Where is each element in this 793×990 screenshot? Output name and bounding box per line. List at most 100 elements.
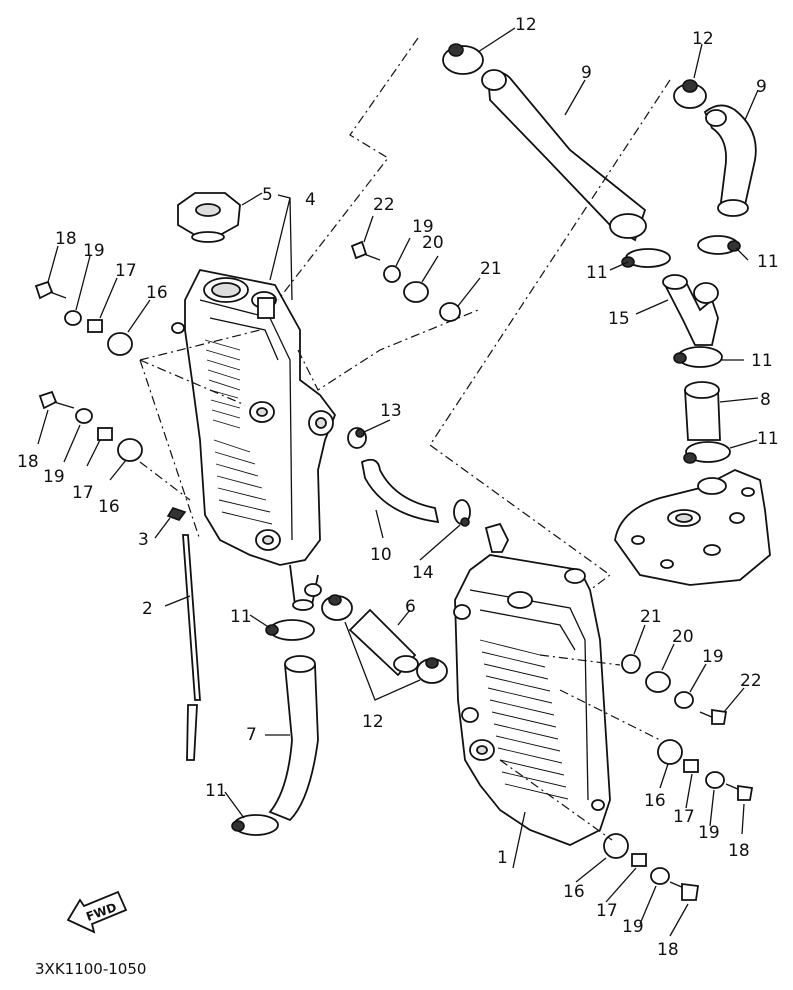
callout-14: 14 — [412, 563, 434, 583]
callout-11: 11 — [230, 607, 252, 627]
callout-16: 16 — [146, 283, 168, 303]
cylinder-head — [614, 469, 771, 586]
collar — [403, 281, 429, 303]
hose-clamp — [673, 79, 707, 109]
callout-17: 17 — [596, 901, 618, 921]
hose-clamp — [697, 235, 741, 255]
grommet — [657, 739, 683, 765]
clip — [166, 507, 187, 521]
callout-19: 19 — [412, 217, 434, 237]
callout-11: 11 — [757, 429, 779, 449]
callout-8: 8 — [760, 390, 771, 410]
callout-6: 6 — [405, 597, 416, 617]
callout-22: 22 — [740, 671, 762, 691]
fwd-arrow-icon: FWD — [66, 890, 128, 934]
collar — [645, 671, 671, 693]
callout-labels: 1 2 3 4 5 6 7 8 9 9 10 11 11 11 11 11 11… — [17, 15, 779, 960]
washer — [674, 691, 694, 709]
hose-clamp — [453, 499, 471, 527]
grommet — [117, 438, 143, 462]
bolt — [669, 881, 700, 901]
washer — [64, 310, 82, 326]
callout-11: 11 — [586, 263, 608, 283]
callout-2: 2 — [142, 599, 153, 619]
hose-clamp — [673, 346, 723, 368]
callout-12: 12 — [692, 29, 714, 49]
callout-18: 18 — [17, 452, 39, 472]
callout-20: 20 — [672, 627, 694, 647]
callout-13: 13 — [380, 401, 402, 421]
upper-hose-left — [481, 69, 647, 242]
radiator-cap — [177, 192, 241, 243]
hose-clamp — [416, 657, 448, 684]
bolt — [38, 390, 75, 410]
callout-19: 19 — [622, 917, 644, 937]
callout-19: 19 — [83, 241, 105, 261]
callout-16: 16 — [644, 791, 666, 811]
grommet — [107, 332, 133, 356]
left-radiator — [171, 268, 337, 611]
bypass-hose — [360, 458, 440, 524]
hose-clamp — [347, 427, 367, 449]
hose-clamp — [683, 441, 731, 464]
callout-22: 22 — [373, 195, 395, 215]
grommet — [439, 302, 461, 322]
leader-lines — [37, 27, 759, 937]
callout-11: 11 — [757, 252, 779, 272]
hose-clamp — [442, 43, 484, 75]
collar — [683, 759, 699, 773]
callout-11: 11 — [205, 781, 227, 801]
connecting-hose — [348, 608, 419, 677]
callout-17: 17 — [72, 483, 94, 503]
callout-1: 1 — [497, 848, 508, 868]
callout-19: 19 — [698, 823, 720, 843]
bolt — [699, 708, 728, 725]
callout-12: 12 — [515, 15, 537, 35]
bolt — [350, 240, 381, 261]
callout-17: 17 — [115, 261, 137, 281]
bolt — [725, 783, 754, 801]
hose-clamp — [621, 248, 671, 268]
callout-9: 9 — [756, 77, 767, 97]
hose-clamp — [265, 619, 315, 641]
callout-4: 4 — [305, 190, 316, 210]
callout-16: 16 — [98, 497, 120, 517]
washer — [383, 265, 401, 283]
hose-clamp — [321, 594, 353, 621]
grommet — [603, 833, 629, 859]
washer — [650, 867, 670, 885]
callout-7: 7 — [246, 725, 257, 745]
callout-11: 11 — [751, 351, 773, 371]
drawing-code: 3XK1100-1050 — [35, 960, 146, 978]
callout-19: 19 — [702, 647, 724, 667]
right-radiator — [453, 522, 611, 846]
callout-17: 17 — [673, 807, 695, 827]
lower-hose — [268, 655, 319, 822]
washer — [75, 408, 93, 424]
callout-21: 21 — [480, 259, 502, 279]
breather-hose — [182, 534, 201, 761]
hose-clamp — [231, 814, 279, 836]
callout-18: 18 — [657, 940, 679, 960]
callout-18: 18 — [728, 841, 750, 861]
callout-16: 16 — [563, 882, 585, 902]
callout-20: 20 — [422, 233, 444, 253]
callout-9: 9 — [581, 63, 592, 83]
bolt — [34, 280, 67, 300]
collar — [87, 319, 103, 333]
collar — [97, 427, 113, 441]
dashed-connection-lines — [139, 37, 671, 841]
washer — [705, 771, 725, 789]
callout-12: 12 — [362, 712, 384, 732]
callout-18: 18 — [55, 229, 77, 249]
grommet — [621, 654, 641, 674]
upper-hose-right — [703, 104, 757, 217]
short-hose — [684, 381, 721, 441]
callout-21: 21 — [640, 607, 662, 627]
callout-5: 5 — [262, 185, 273, 205]
hose-joint — [662, 274, 719, 346]
callout-15: 15 — [608, 309, 630, 329]
callout-10: 10 — [370, 545, 392, 565]
collar — [631, 853, 647, 867]
